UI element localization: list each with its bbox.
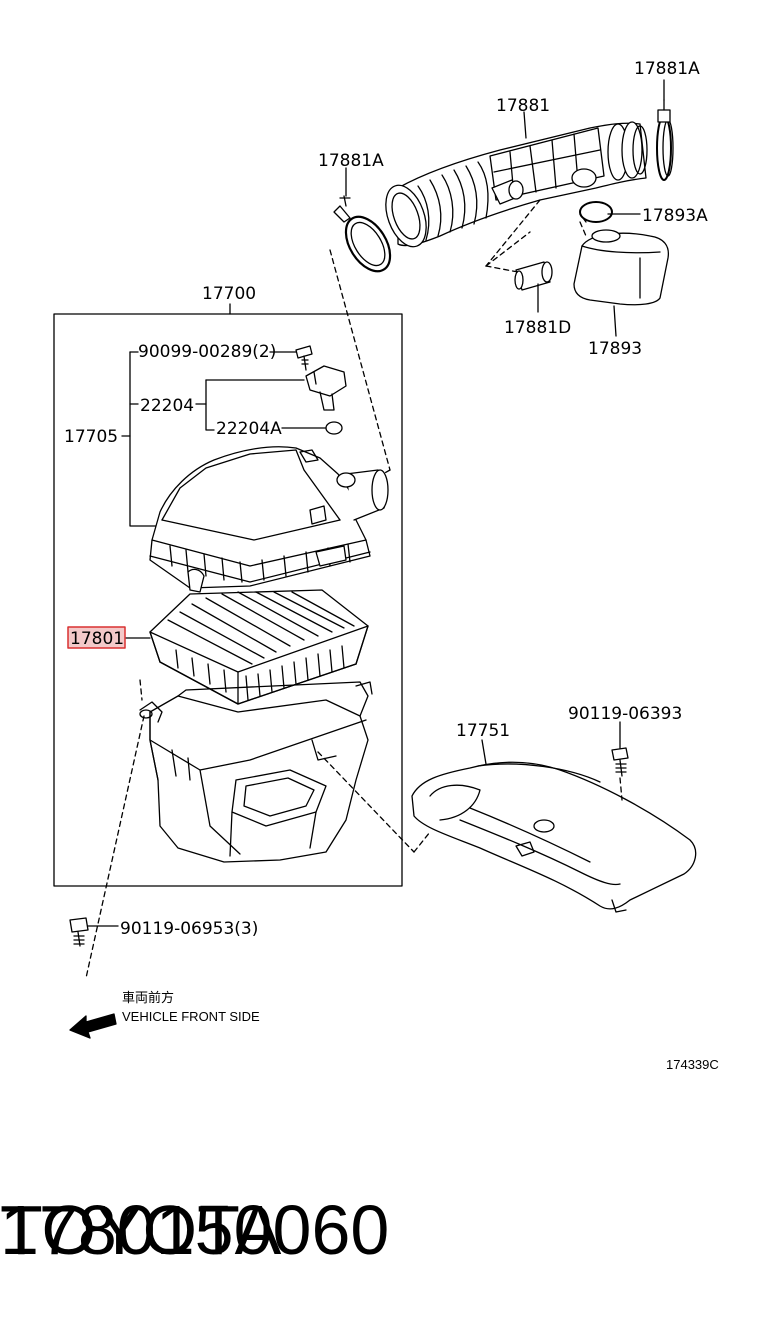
dashed-leaders-upper	[329, 199, 587, 479]
hose-clamp-right	[656, 99, 674, 181]
brand-name: TOYOTA	[0, 1191, 282, 1269]
clamp-17893A	[579, 201, 613, 223]
air-flow-meter-22204	[305, 365, 347, 411]
dashed-leaders-lower	[85, 679, 623, 979]
hose-clamp-left	[333, 195, 392, 273]
label-brackets	[121, 351, 327, 527]
label-90119-06953: 90119-06953(3)	[120, 919, 258, 939]
label-17881A-left: 17881A	[318, 151, 384, 171]
label-17700: 17700	[202, 284, 256, 304]
highlight-box-17801	[67, 626, 126, 649]
screw-90099	[295, 345, 313, 371]
drawing-code: 174339C	[666, 1057, 719, 1072]
label-17881A-top: 17881A	[634, 59, 700, 79]
label-90119-06393: 90119-06393	[568, 704, 682, 724]
assembly-box-17700	[53, 313, 403, 887]
label-17881: 17881	[496, 96, 550, 116]
leader-lines	[125, 79, 665, 765]
vehicle-front-arrow-icon	[69, 1013, 117, 1039]
label-17801: 17801	[70, 629, 124, 649]
direction-label-jp: 車両前方	[122, 990, 174, 1005]
label-17881D: 17881D	[504, 318, 571, 338]
resonator-17893	[573, 229, 670, 306]
part-number: 1780150060	[0, 1191, 390, 1269]
air-filter-element-17801	[149, 589, 369, 705]
air-cleaner-case	[139, 681, 373, 863]
label-17705: 17705	[64, 427, 118, 447]
inlet-duct-17751	[411, 761, 697, 913]
label-17751: 17751	[456, 721, 510, 741]
connector-17881D	[514, 261, 553, 291]
o-ring-22204A	[325, 421, 343, 435]
bolt-90119-06393	[611, 747, 629, 777]
label-22204A: 22204A	[216, 419, 282, 439]
direction-label-en: VEHICLE FRONT SIDE	[122, 1009, 260, 1024]
intake-hose-17881	[385, 121, 648, 248]
label-17893A: 17893A	[642, 206, 708, 226]
label-22204: 22204	[140, 396, 194, 416]
air-cleaner-cap-17705	[149, 446, 389, 593]
label-90099-00289: 90099-00289(2)	[138, 342, 276, 362]
bolt-90119-06953	[69, 917, 119, 947]
label-17893: 17893	[588, 339, 642, 359]
